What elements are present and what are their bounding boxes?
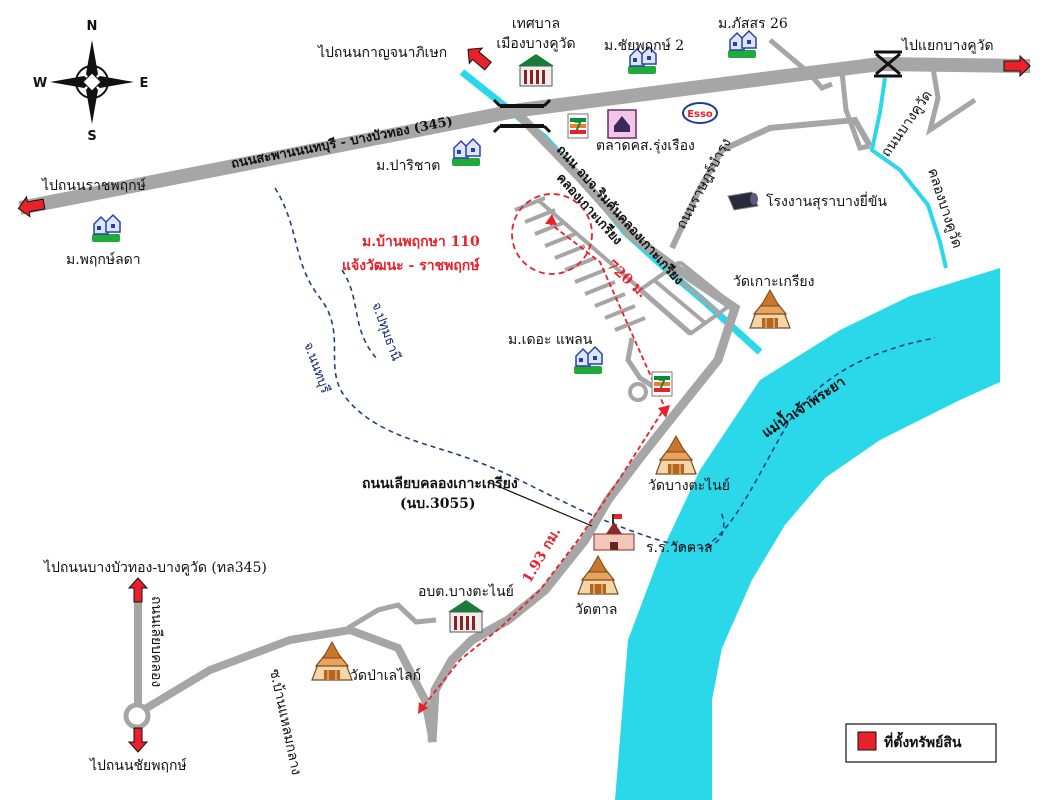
legend-label: ที่ตั้งทรัพย์สิน <box>884 731 962 751</box>
label-market: ตลาดคส.รุ่งเรือง <box>596 138 695 154</box>
label-ban-mae-road: ซ.บ้านแหลมกลาง <box>266 668 304 777</box>
legend-property-marker <box>857 731 877 751</box>
compass-east: E <box>140 76 149 91</box>
municipality-icon <box>517 53 555 87</box>
market-icon <box>607 109 637 139</box>
bridge-icon <box>492 98 552 134</box>
province-boundary-north <box>341 269 379 361</box>
route-long <box>421 411 663 709</box>
obt-office-icon <box>447 599 485 633</box>
route-arrow-head-south <box>418 702 428 714</box>
label-wat-tan: วัดตาล <box>575 602 618 618</box>
label-vertical-road: ถนนเลียบคลอง <box>148 596 164 687</box>
compass-rose-icon <box>50 40 134 124</box>
label-to-ratchaphruek: ไปถนนราชพฤกษ์ <box>41 177 146 194</box>
label-to-bangbuathong: ไปถนนบางบัวทอง-บางคูวัด (ทล345) <box>43 559 267 576</box>
property-grid <box>514 196 734 336</box>
route-arrow-head-north <box>545 214 557 225</box>
seven-eleven-icon <box>567 113 589 139</box>
province-boundary-west <box>274 187 725 550</box>
road-to-distillery <box>669 116 873 250</box>
label-distance-short: 720 ม. <box>603 257 650 301</box>
label-property-1: ม.บ้านพฤกษา 110 <box>362 234 480 250</box>
arrow-to-kanchanaphisek-icon <box>467 47 492 71</box>
arrow-north-icon <box>127 577 149 603</box>
arrow-south-icon <box>127 727 149 753</box>
label-school: ร.ร.วัดตาล <box>646 540 712 556</box>
province-boundary-river <box>704 337 936 547</box>
southwest-roundabout <box>123 702 151 730</box>
wat-koh-kriang-icon <box>749 289 791 329</box>
label-municipality-1: เทศบาล <box>512 16 560 32</box>
label-obt: อบต.บางตะไนย์ <box>418 583 514 600</box>
wat-tan-icon <box>577 555 619 595</box>
wat-bang-ta-nai-icon <box>655 435 697 475</box>
compass-south: S <box>87 129 96 144</box>
label-property-2: แจ้งวัฒนะ - ราชพฤกษ์ <box>342 257 480 274</box>
seven-eleven-2-icon <box>651 371 673 397</box>
label-municipality-2: เมืองบางคูวัด <box>496 36 575 52</box>
esso-icon <box>682 102 718 124</box>
label-chaiyaphruek2: ม.ชัยพฤกษ์ 2 <box>604 37 684 54</box>
label-bypass-road-1: ถนนเลียบคลองเกาะเกรียง <box>362 476 518 492</box>
arrow-to-ratchaphruek-icon <box>17 195 46 218</box>
label-wat-koh-kriang: วัดเกาะเกรียง <box>733 274 814 290</box>
label-to-chaiyaphruek: ไปถนนชัยพฤกษ์ <box>89 757 187 774</box>
esso-logo: Esso <box>687 109 713 120</box>
compass-west: W <box>33 76 47 91</box>
property-circle <box>511 193 593 275</box>
label-to-kanchanaphisek: ไปถนนกาญจนาภิเษก <box>317 44 447 61</box>
village-phruklada-icon <box>91 214 121 243</box>
label-wat-pa-lelai: วัดป่าเลไลก์ <box>350 667 421 684</box>
label-phruklada: ม.พฤกษ์ลดา <box>66 251 141 268</box>
label-nonthaburi: จ.นนทบุรี <box>300 340 333 396</box>
distillery-icon <box>727 191 759 211</box>
legend: ที่ตั้งทรัพย์สิน <box>845 723 997 763</box>
arrow-to-bang-khu-wat-icon <box>1003 54 1031 78</box>
wat-pa-lelai-icon <box>311 641 353 681</box>
the-plant-roundabout <box>628 382 648 402</box>
label-wat-bang-ta-nai: วัดบางตะไนย์ <box>648 477 730 494</box>
label-pathum-thani: จ.ปทุมธานี <box>368 300 404 363</box>
label-bypass-road-2: (นบ.3055) <box>400 496 476 512</box>
label-distillery: โรงงานสุราบางยี่ขัน <box>766 192 887 210</box>
road-ban-mae <box>346 602 437 631</box>
label-to-bang-khu-wat: ไปแยกบางคูวัด <box>901 37 994 54</box>
label-phatsorn26: ม.ภัสสร 26 <box>718 16 788 32</box>
village-the-plant-icon <box>573 346 603 375</box>
label-the-plant: ม.เดอะ แพลน <box>508 332 593 348</box>
bang-khu-wat-canal <box>869 77 948 269</box>
route-arrow-head-mid <box>658 405 670 418</box>
route-short <box>547 221 666 409</box>
label-bang-khu-wat-road: ถนนบางคูวัด <box>878 88 936 161</box>
junction-bridge-icon <box>874 50 902 78</box>
western-road <box>132 625 437 743</box>
main-highway <box>18 56 1031 215</box>
road-phatsorn <box>768 38 833 91</box>
callout-line <box>487 481 593 527</box>
road-kanchanaphisek-fork <box>839 71 871 151</box>
village-phatsorn26-icon <box>727 30 757 59</box>
compass-north: N <box>87 19 98 34</box>
road-the-plant-loop <box>625 337 664 395</box>
bang-khu-wat-road <box>926 61 977 136</box>
label-parichat: ม.ปาริชาต <box>376 158 440 174</box>
village-parichat-icon <box>451 138 481 167</box>
school-icon <box>593 514 635 551</box>
riverside-road <box>427 112 741 743</box>
chao-phraya-river <box>615 268 1000 800</box>
